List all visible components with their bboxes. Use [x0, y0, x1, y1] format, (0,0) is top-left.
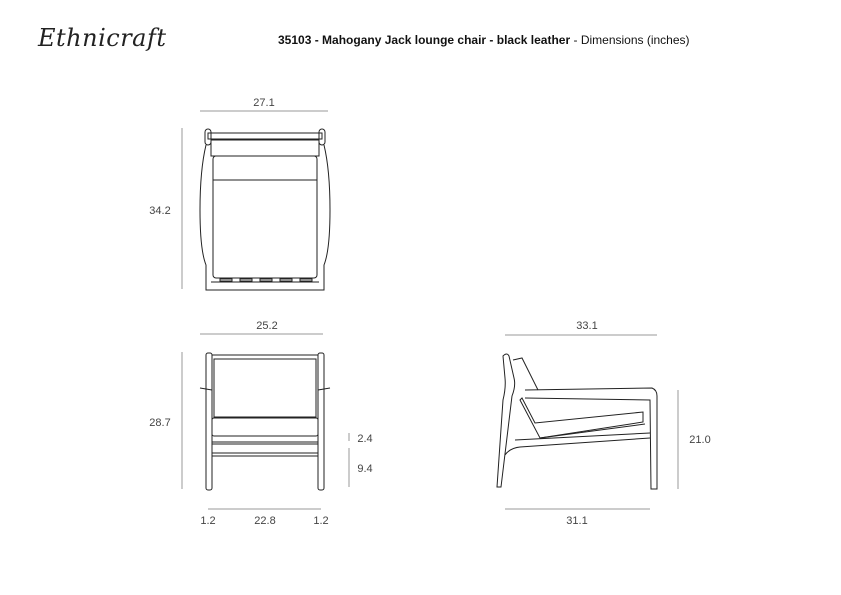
- product-name: Mahogany Jack lounge chair: [322, 33, 487, 47]
- front-view: 25.2 28.7 2.4 9.4 1.2 22.8 1.2: [149, 320, 372, 527]
- product-code: 35103: [278, 33, 312, 47]
- arm-height-label: 21.0: [689, 434, 710, 446]
- top-width-label: 27.1: [253, 97, 274, 109]
- side-view-chair: [496, 353, 658, 490]
- page-title: 35103 - Mahogany Jack lounge chair - bla…: [278, 33, 690, 47]
- front-width-label: 25.2: [256, 320, 277, 332]
- top-view: 27.1 34.2: [149, 97, 331, 291]
- leg-right-label: 1.2: [313, 515, 328, 527]
- side-view: 33.1 21.0 31.1: [496, 320, 711, 527]
- top-view-chair: [199, 128, 331, 291]
- cushion-label: 2.4: [357, 433, 372, 445]
- brand-logo: Ethnicraft: [38, 24, 167, 52]
- product-finish: black leather: [496, 33, 571, 47]
- separator: -: [486, 33, 497, 47]
- title-suffix: Dimensions (inches): [580, 33, 690, 47]
- top-depth-label: 34.2: [149, 205, 170, 217]
- side-depth-label: 33.1: [576, 320, 597, 332]
- front-height-label: 28.7: [149, 417, 170, 429]
- inner-width-label: 22.8: [254, 515, 275, 527]
- front-view-chair: [199, 352, 331, 491]
- seat-height-label: 9.4: [357, 463, 372, 475]
- leg-left-label: 1.2: [200, 515, 215, 527]
- separator: -: [570, 33, 581, 47]
- separator: -: [311, 33, 323, 47]
- base-depth-label: 31.1: [566, 515, 587, 527]
